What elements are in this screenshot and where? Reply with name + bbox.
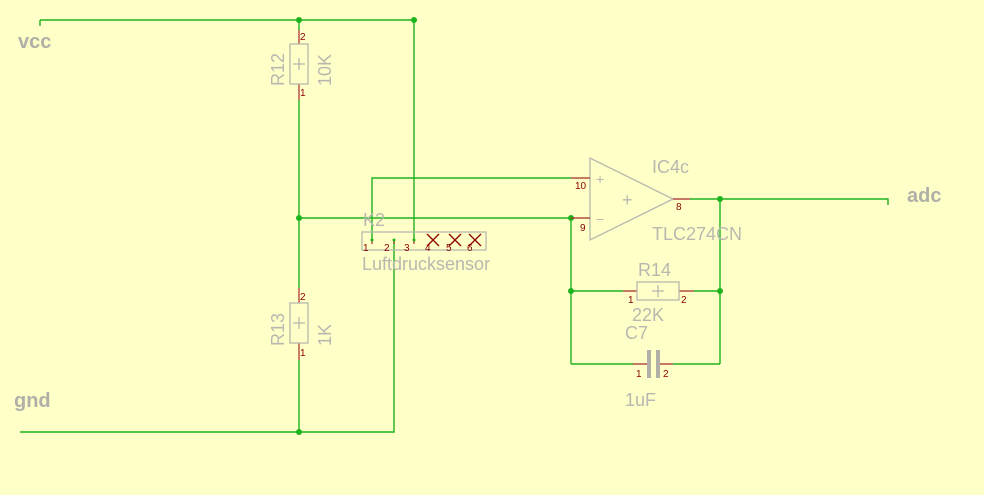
opamp-pin-9-label: 9 bbox=[580, 223, 586, 234]
r12-pin2-label: 2 bbox=[300, 32, 306, 43]
r12-pin1-label: 1 bbox=[300, 88, 306, 99]
opamp-ic4c[interactable]: + − + 10 9 8 IC4c TLC274CN bbox=[571, 156, 742, 244]
r12-name: R12 bbox=[268, 53, 288, 86]
resistor-r13[interactable]: 2 1 R13 1K bbox=[268, 288, 335, 360]
k2-pin3-mark bbox=[412, 238, 416, 242]
opamp-minus-sign: − bbox=[596, 211, 604, 227]
r14-pin2-label: 2 bbox=[681, 295, 687, 306]
r13-body bbox=[289, 302, 309, 344]
net-label-vcc: vcc bbox=[18, 31, 51, 53]
net-label-gnd: gnd bbox=[14, 390, 51, 412]
k2-pin-3-label: 3 bbox=[404, 243, 410, 254]
k2-pin-4-label: 4 bbox=[425, 243, 431, 254]
r12-center-mark bbox=[293, 58, 305, 70]
r14-name: R14 bbox=[638, 260, 671, 280]
c7-pin1-label: 1 bbox=[636, 369, 642, 380]
junction-dot bbox=[411, 17, 417, 23]
resistor-r12[interactable]: 2 1 R12 10K bbox=[268, 30, 335, 100]
k2-pin1-mark bbox=[370, 238, 374, 242]
k2-pin-5-label: 5 bbox=[446, 243, 452, 254]
wires bbox=[20, 19, 889, 433]
k2-value: Luftdrucksensor bbox=[362, 254, 490, 274]
junction-dot bbox=[296, 215, 302, 221]
r13-center-mark bbox=[293, 317, 305, 329]
wire-output-adc bbox=[690, 198, 889, 205]
c7-plate-left bbox=[647, 350, 651, 378]
wire-gnd-rail bbox=[20, 240, 395, 433]
wire-vcc-rail bbox=[39, 19, 414, 26]
c7-name: C7 bbox=[625, 323, 648, 343]
r13-value: 1K bbox=[315, 324, 335, 346]
opamp-name: IC4c bbox=[652, 157, 689, 177]
c7-value: 1uF bbox=[625, 390, 656, 410]
r13-name: R13 bbox=[268, 313, 288, 346]
resistor-r14[interactable]: 1 2 R14 22K bbox=[623, 260, 694, 325]
opamp-pin-10-label: 10 bbox=[575, 181, 587, 192]
r13-pin1-label: 1 bbox=[300, 348, 306, 359]
k2-pin-2-label: 2 bbox=[384, 243, 390, 254]
r12-body bbox=[289, 43, 309, 85]
k2-name: K2 bbox=[363, 210, 385, 230]
net-label-adc: adc bbox=[907, 185, 941, 207]
r13-pin2-label: 2 bbox=[300, 292, 306, 303]
capacitor-c7[interactable]: 1 2 C7 1uF bbox=[625, 323, 673, 410]
junction-dot bbox=[717, 288, 723, 294]
k2-body bbox=[361, 231, 487, 251]
opamp-pin-8-label: 8 bbox=[676, 202, 682, 213]
r14-value: 22K bbox=[632, 305, 664, 325]
k2-pin-1-label: 1 bbox=[363, 243, 369, 254]
k2-unconnected-pin-marks bbox=[426, 233, 482, 247]
opamp-triangle bbox=[589, 156, 675, 242]
junction-dot bbox=[568, 288, 574, 294]
opamp-center-mark: + bbox=[622, 190, 633, 210]
c7-plate-right bbox=[656, 350, 660, 378]
junction-dot bbox=[717, 196, 723, 202]
r14-center-mark bbox=[652, 285, 664, 297]
c7-pin2-label: 2 bbox=[663, 369, 669, 380]
r14-body bbox=[636, 281, 680, 301]
opamp-plus-sign: + bbox=[596, 171, 604, 187]
wire-k2-pin1-to-plus bbox=[371, 177, 571, 240]
junctions bbox=[296, 17, 723, 435]
junction-dot bbox=[296, 17, 302, 23]
opamp-pin-leads bbox=[571, 177, 690, 219]
connector-k2[interactable]: 1 2 3 4 5 6 K2 Luftdrucksensor bbox=[361, 210, 490, 274]
r14-pin1-label: 1 bbox=[628, 295, 634, 306]
junction-dot bbox=[296, 429, 302, 435]
k2-pin-6-label: 6 bbox=[467, 243, 473, 254]
k2-pin2-mark bbox=[392, 238, 396, 242]
r12-value: 10K bbox=[315, 54, 335, 86]
opamp-value: TLC274CN bbox=[652, 224, 742, 244]
